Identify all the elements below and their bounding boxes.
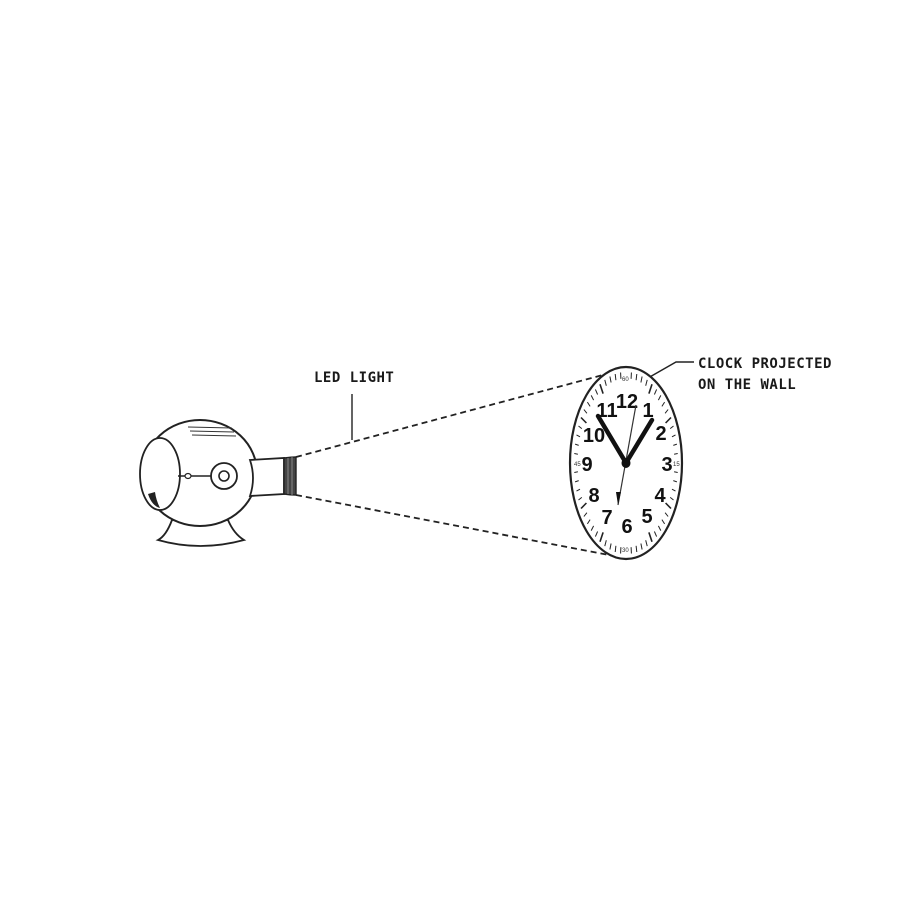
clock-tick — [635, 373, 638, 381]
clock-tick — [674, 453, 678, 455]
numeral-12: 12 — [616, 391, 638, 413]
minute-mark-45: 45 — [574, 462, 581, 468]
numeral-1: 1 — [642, 400, 653, 422]
clock-tick — [664, 512, 669, 517]
clock-tick — [635, 545, 638, 553]
numeral-7: 7 — [601, 507, 612, 529]
clock-label-leader — [647, 361, 694, 379]
clock-tick — [604, 540, 607, 547]
projection-beam — [295, 371, 615, 557]
clock-tick — [661, 401, 666, 407]
clock-tick — [576, 488, 581, 492]
seam-dot — [184, 472, 192, 480]
numeral-4: 4 — [654, 485, 666, 507]
clock-tick — [673, 480, 678, 483]
lens-barrel — [248, 457, 285, 497]
clock-tick — [599, 383, 604, 394]
beam-lower-line — [295, 494, 615, 557]
numeral-5: 5 — [641, 506, 652, 528]
clock-tick — [578, 425, 583, 429]
clock-tick — [590, 395, 595, 401]
clock-tick — [671, 434, 676, 438]
hour-hand — [595, 413, 629, 466]
clock-tick — [653, 531, 658, 537]
clock-tick — [574, 471, 578, 473]
clock-tick — [583, 409, 588, 414]
minute-mark-60: 60 — [622, 377, 629, 383]
clock-tick — [645, 379, 648, 386]
led-lens-ring — [283, 456, 297, 496]
clock-label-line1: CLOCK PROJECTED — [698, 356, 832, 372]
clock-tick — [586, 519, 591, 525]
clock-tick — [594, 389, 599, 395]
clock-tick — [648, 532, 653, 543]
clock-tick — [640, 376, 643, 383]
clock-tick — [586, 401, 591, 407]
clock-center-cap — [621, 458, 631, 468]
clock-tick — [594, 531, 599, 537]
numeral-2: 2 — [655, 423, 666, 445]
clock-tick — [657, 395, 662, 401]
clock-tick — [580, 502, 587, 510]
second-hand-tail — [616, 492, 621, 505]
clock-tick — [645, 540, 648, 547]
clock-tick — [614, 545, 617, 553]
projected-clock: 60 15 30 45 12 1 2 3 4 5 6 7 8 9 10 11 — [568, 365, 684, 561]
numeral-10: 10 — [583, 425, 605, 447]
clock-tick — [574, 480, 579, 483]
numeral-9: 9 — [581, 454, 592, 476]
clock-tick — [640, 543, 643, 550]
clock-tick — [665, 502, 672, 510]
face-shadow — [148, 492, 160, 508]
clock-numerals: 12 1 2 3 4 5 6 7 8 9 10 11 — [581, 391, 672, 538]
top-vent — [187, 426, 237, 437]
beam-upper-line — [295, 371, 615, 458]
clock-tick-marks — [574, 372, 678, 554]
clock-tick — [664, 409, 669, 414]
clock-tick — [578, 497, 583, 501]
clock-tick — [583, 512, 588, 517]
clock-tick — [609, 543, 612, 550]
clock-tick — [574, 443, 579, 446]
clock-tick — [590, 525, 595, 531]
minute-hand — [623, 417, 655, 466]
numeral-11: 11 — [596, 400, 617, 422]
clock-tick — [599, 532, 604, 543]
numeral-3: 3 — [661, 454, 672, 476]
clock-tick — [576, 434, 581, 438]
clock-tick — [614, 373, 617, 381]
clock-tick — [665, 416, 672, 424]
clock-label-line2: ON THE WALL — [698, 377, 796, 393]
projector-device — [139, 419, 297, 547]
clock-tick — [671, 488, 676, 492]
clock-tick — [580, 416, 587, 424]
numeral-8: 8 — [588, 485, 599, 507]
clock-tick — [669, 425, 674, 429]
clock-tick — [673, 443, 678, 446]
numeral-6: 6 — [621, 516, 632, 538]
clock-tick — [661, 519, 666, 525]
clock-tick — [648, 383, 653, 394]
minute-mark-15: 15 — [673, 462, 680, 468]
clock-tick — [657, 525, 662, 531]
clock-tick — [674, 471, 678, 473]
adjust-knob-center — [218, 470, 230, 482]
projector-base — [155, 519, 247, 547]
clock-tick — [653, 389, 658, 395]
led-light-label: LED LIGHT — [314, 370, 394, 386]
minute-mark-30: 30 — [622, 548, 629, 554]
projector-side-face — [139, 437, 181, 511]
second-hand — [617, 404, 637, 506]
clock-minute-marks: 60 15 30 45 — [574, 377, 680, 554]
clock-tick — [604, 379, 607, 386]
clock-tick — [574, 453, 578, 455]
clock-tick — [669, 497, 674, 501]
clock-tick — [609, 376, 612, 383]
